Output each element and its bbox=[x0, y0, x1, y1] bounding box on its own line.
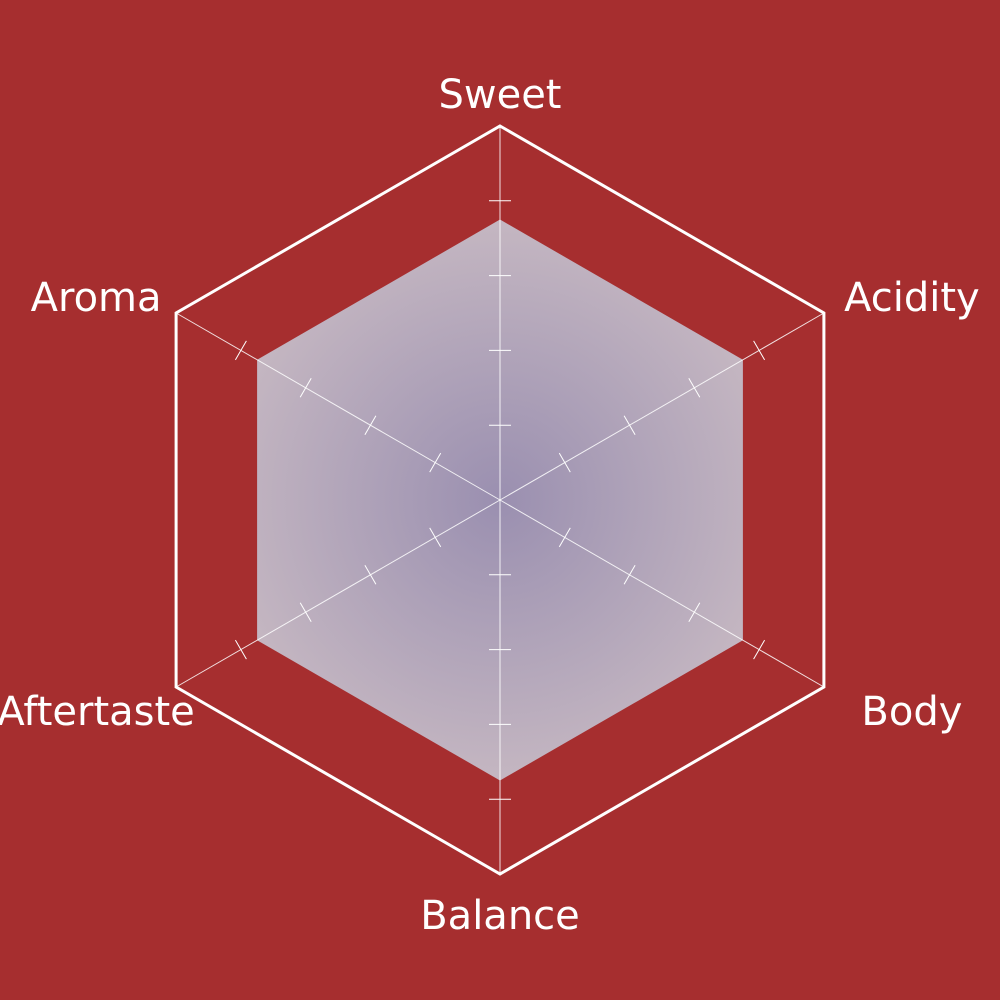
axis-label-sweet: Sweet bbox=[438, 72, 561, 118]
axis-label-acidity: Acidity bbox=[844, 275, 980, 321]
axis-label-balance: Balance bbox=[420, 893, 580, 939]
axis-tick-acidity bbox=[623, 415, 636, 435]
axis-tick-aftertaste bbox=[364, 565, 377, 585]
axis-spoke-body bbox=[499, 499, 825, 688]
axis-tick-aroma bbox=[364, 415, 377, 435]
axis-tick-aftertaste bbox=[234, 639, 247, 660]
axis-tick-aroma bbox=[299, 378, 312, 398]
axis-tick-body bbox=[623, 565, 636, 585]
axis-tick-aftertaste bbox=[429, 527, 442, 548]
axis-spoke-acidity bbox=[499, 312, 825, 501]
axis-label-body: Body bbox=[861, 689, 962, 735]
axis-tick-body bbox=[688, 602, 701, 622]
axis-label-aftertaste: Aftertaste bbox=[0, 689, 195, 735]
axis-tick-acidity bbox=[558, 452, 571, 473]
radar-frame bbox=[174, 124, 826, 876]
axis-tick-acidity bbox=[753, 340, 766, 361]
axis-tick-acidity bbox=[688, 378, 701, 398]
axis-tick-body bbox=[753, 639, 766, 660]
axis-spoke-aftertaste bbox=[175, 499, 501, 688]
axis-label-aroma: Aroma bbox=[31, 275, 162, 321]
axis-spoke-aroma bbox=[175, 312, 501, 501]
axis-tick-aroma bbox=[429, 452, 442, 473]
axis-tick-aftertaste bbox=[299, 602, 312, 622]
axis-tick-body bbox=[558, 527, 571, 548]
axis-tick-aroma bbox=[234, 340, 247, 361]
